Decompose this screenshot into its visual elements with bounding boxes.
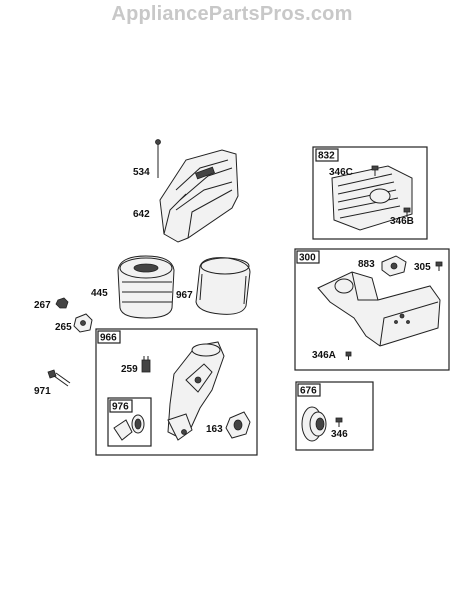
group-tab-976 — [109, 399, 133, 413]
part-label-259: 259 — [121, 364, 138, 375]
screw-534-drawing — [155, 139, 161, 178]
group-box-300 — [294, 248, 450, 371]
group-label-976: 976 — [112, 402, 129, 413]
part-label-642: 642 — [133, 209, 150, 220]
part-label-305: 305 — [414, 262, 431, 273]
connector-259-drawing — [141, 356, 151, 373]
group-box-832 — [312, 146, 428, 240]
site-watermark: AppliancePartsPros.com — [111, 3, 353, 25]
gasket-163-drawing — [225, 411, 251, 439]
bolt-971-drawing — [47, 369, 71, 387]
group-label-300: 300 — [299, 253, 316, 264]
part-label-346A: 346A — [312, 350, 336, 361]
part-label-346: 346 — [331, 429, 348, 440]
pre-cleaner-967-drawing — [195, 257, 251, 315]
screw-346C-drawing — [371, 165, 379, 176]
group-box-966 — [95, 328, 258, 456]
part-label-971: 971 — [34, 386, 51, 397]
group-label-676: 676 — [300, 386, 317, 397]
screw-346-drawing — [335, 417, 343, 427]
group-tab-300 — [296, 250, 320, 264]
group-tab-966 — [97, 330, 121, 344]
part-label-967: 967 — [176, 290, 193, 301]
group-box-976 — [107, 397, 152, 447]
adapter-676-drawing — [301, 406, 327, 442]
filter-cartridge-445-drawing — [117, 255, 175, 319]
clip-265-drawing — [73, 313, 93, 333]
part-label-883: 883 — [358, 259, 375, 270]
part-label-163: 163 — [206, 424, 223, 435]
group-label-966: 966 — [100, 333, 117, 344]
group-tab-676 — [297, 383, 321, 397]
group-label-832: 832 — [318, 151, 335, 162]
part-label-265: 265 — [55, 322, 72, 333]
grille-cover-drawing — [331, 165, 413, 231]
air-horn-housing-drawing — [317, 271, 441, 347]
part-label-267: 267 — [34, 300, 51, 311]
screw-346A-drawing — [345, 351, 352, 360]
gasket-883-drawing — [381, 255, 407, 277]
tube-976-drawing — [113, 414, 145, 441]
part-label-534: 534 — [133, 167, 150, 178]
part-label-346B: 346B — [390, 216, 414, 227]
part-label-445: 445 — [91, 288, 108, 299]
nut-267-drawing — [55, 297, 69, 309]
group-tab-832 — [315, 148, 339, 162]
screw-305-drawing — [435, 261, 443, 271]
screw-346B-drawing — [403, 207, 411, 217]
group-box-676 — [295, 381, 374, 451]
air-cleaner-base-drawing — [167, 341, 225, 441]
part-label-346C: 346C — [329, 167, 353, 178]
air-cleaner-cover-drawing — [159, 149, 239, 243]
